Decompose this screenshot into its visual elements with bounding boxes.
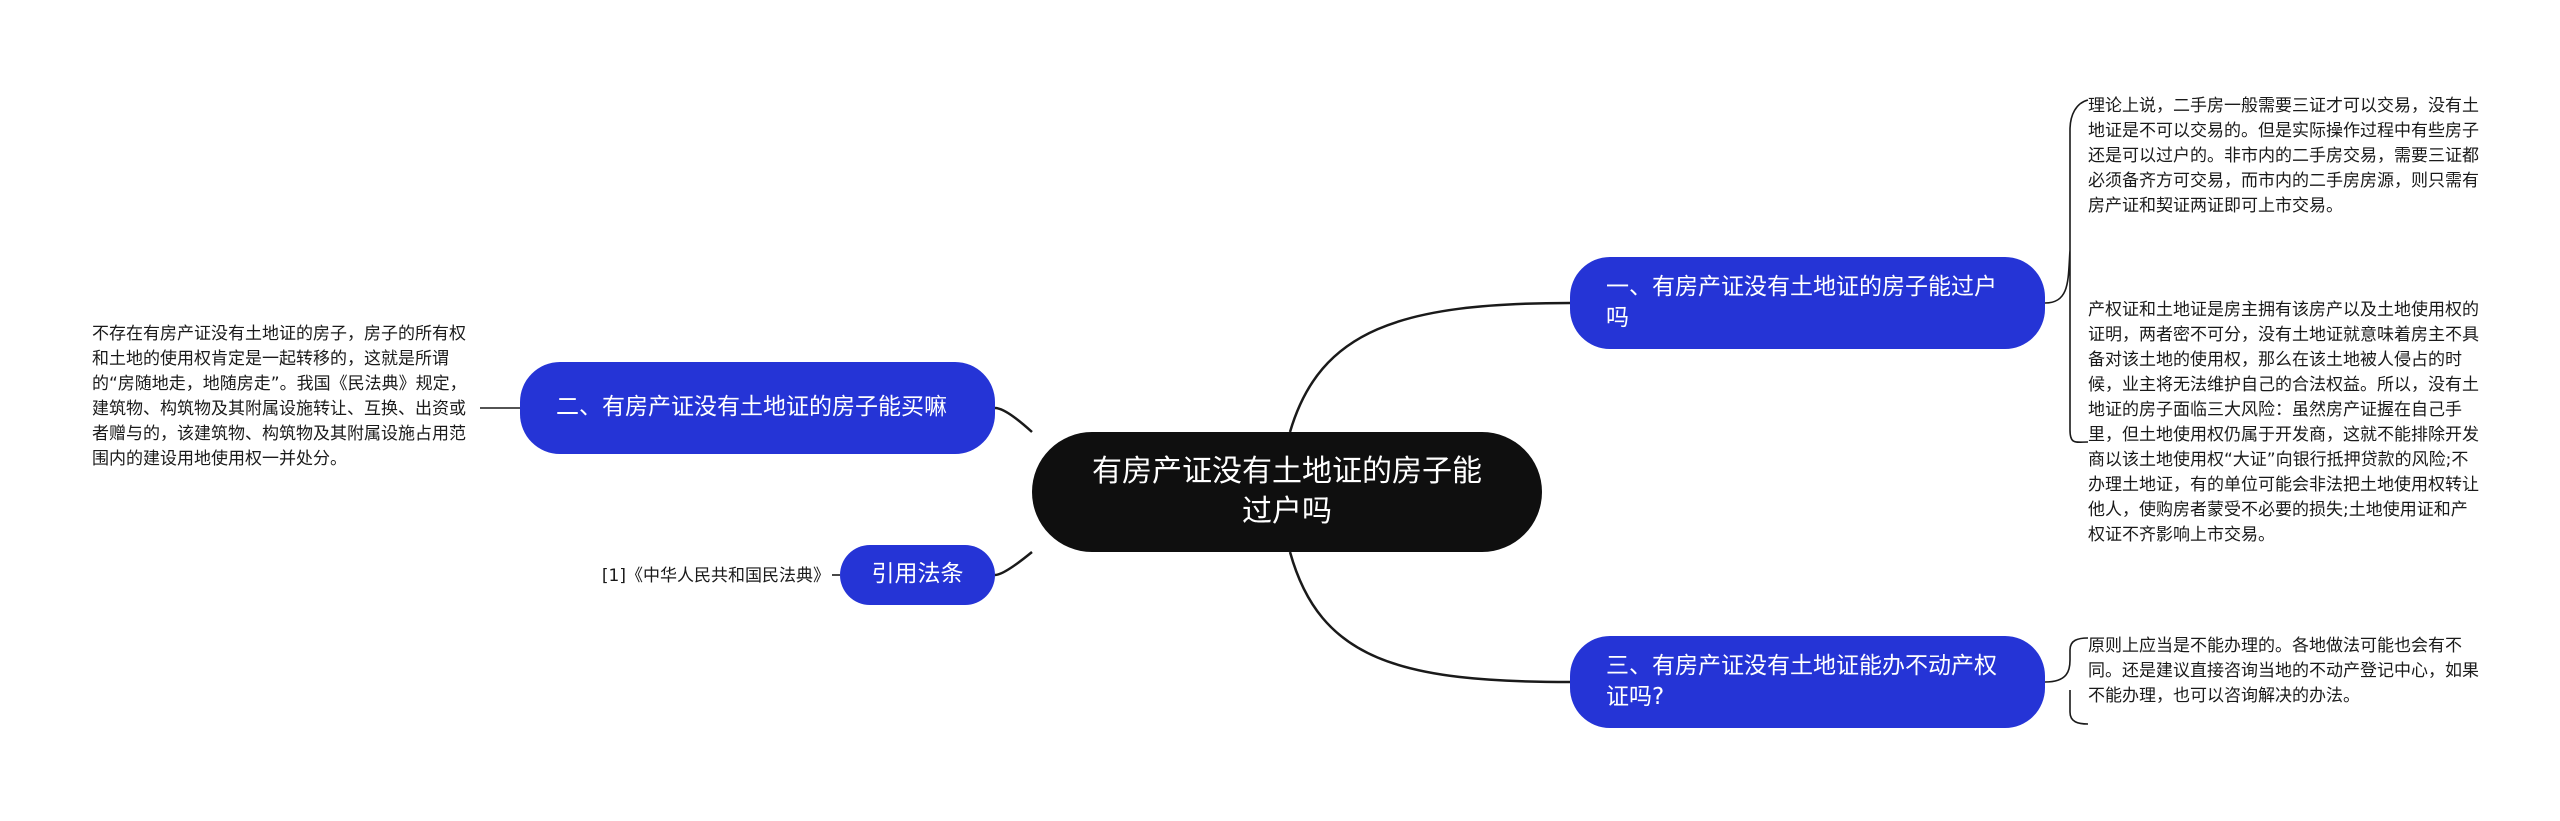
root-node[interactable]: 有房产证没有土地证的房子能过户吗 bbox=[1032, 432, 1542, 552]
leaf-text-1b: 产权证和土地证是房主拥有该房产以及土地使用权的证明，两者密不可分，没有土地证就意… bbox=[2088, 300, 2479, 545]
connector-root-branch-1 bbox=[1288, 301, 1571, 433]
branch-node-citation[interactable]: 引用法条 bbox=[840, 545, 995, 605]
leaf-text-citation: [1]《中华人民共和国民法典》 bbox=[601, 566, 830, 586]
connector-root-branch-2 bbox=[994, 406, 1033, 433]
connector-root-branch-4 bbox=[1288, 551, 1571, 684]
leaf-text-3: 原则上应当是不能办理的。各地做法可能也会有不同。还是建议直接咨询当地的不动产登记… bbox=[2088, 636, 2479, 706]
connector-branch-4-leaves bbox=[2044, 637, 2089, 725]
branch-node-3-label: 三、有房产证没有土地证能办不动产权证吗? bbox=[1606, 652, 1997, 710]
branch-node-2-label: 二、有房产证没有土地证的房子能买嘛 bbox=[556, 394, 947, 421]
branch-node-1-label: 一、有房产证没有土地证的房子能过户吗 bbox=[1606, 273, 1997, 331]
branch-node-citation-label: 引用法条 bbox=[871, 561, 964, 588]
connector-branch-1-leaves bbox=[2044, 99, 2089, 444]
branch-node-2[interactable]: 二、有房产证没有土地证的房子能买嘛 bbox=[520, 362, 995, 454]
leaf-text-2: 不存在有房产证没有土地证的房子，房子的所有权和土地的使用权肯定是一起转移的，这就… bbox=[92, 324, 467, 469]
leaf-text-1a: 理论上说，二手房一般需要三证才可以交易，没有土地证是不可以交易的。但是实际操作过… bbox=[2088, 96, 2479, 216]
branch-node-3[interactable]: 三、有房产证没有土地证能办不动产权证吗? bbox=[1570, 636, 2045, 728]
connector-root-branch-3 bbox=[994, 551, 1033, 577]
root-node-label: 有房产证没有土地证的房子能过户吗 bbox=[1092, 453, 1482, 530]
branch-node-1[interactable]: 一、有房产证没有土地证的房子能过户吗 bbox=[1570, 257, 2045, 349]
